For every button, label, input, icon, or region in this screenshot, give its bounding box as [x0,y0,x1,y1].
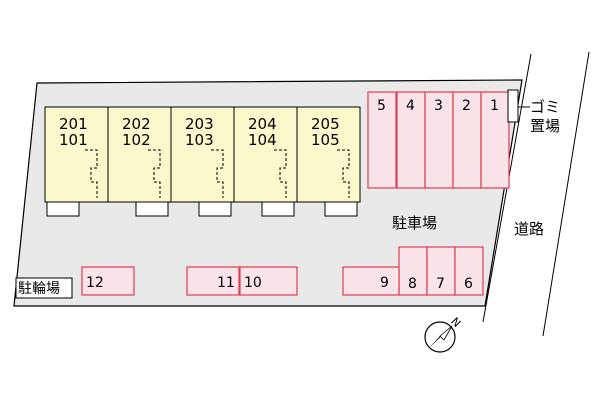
unit-divider [337,149,350,198]
parking-space-number: 2 [462,98,471,114]
parking-space: 12 [81,266,135,296]
unit-entrance [198,201,232,217]
parking-space-number: 4 [406,98,415,114]
parking-space: 7 [426,246,456,296]
parking-space-number: 10 [244,275,262,291]
unit-divider [85,149,98,198]
road-edge-line [542,51,590,337]
road-label: 道路 [514,220,544,238]
parking-space-number: 3 [434,98,443,114]
unit-divider [274,149,287,198]
parking-space-number: 9 [380,275,389,291]
parking-space-number: 7 [436,276,445,292]
unit-entrance [324,201,358,217]
unit-divider [211,149,224,198]
unit-number-lower: 103 [185,131,214,149]
garbage-area-label-line1: ゴミ [530,98,560,116]
parking-spaces-bottom: 8 7 6 12 11 10 9 [81,246,484,296]
parking-space: 11 [186,266,240,296]
unit-divider [148,149,161,198]
unit-number-lower: 102 [122,131,151,149]
unit-number-upper: 201 [59,115,88,133]
unit-entrance [261,201,295,217]
parking-space: 4 [396,91,426,189]
parking-space: 3 [424,91,454,189]
garbage-area [507,89,519,123]
bicycle-parking-label: 駐輪場 [18,280,60,297]
parking-space-number: 8 [408,276,417,292]
unit-entrance [135,201,169,217]
unit-number-lower: 104 [248,131,277,149]
parking-space: 5 [367,91,397,189]
parking-space-number: 12 [86,275,104,291]
parking-space-number: 5 [377,98,386,114]
unit-number-upper: 204 [248,115,277,133]
parking-space-number: 11 [217,275,235,291]
unit-number-lower: 101 [59,131,88,149]
parking-space: 10 [239,266,298,296]
unit-number-lower: 105 [311,131,340,149]
parking-lot-label: 駐車場 [392,214,437,232]
garbage-area-label-line2: 置場 [530,117,560,135]
bicycle-parking-area [15,277,73,299]
compass-icon: N [424,315,463,353]
parking-space: 6 [454,246,484,296]
parking-space: 9 [342,266,400,296]
parking-space-number: 6 [464,276,473,292]
parking-space-number: 1 [490,98,499,114]
unit-number-upper: 203 [185,115,214,133]
unit-number-upper: 202 [122,115,151,133]
unit-number-upper: 205 [311,115,340,133]
parking-space: 8 [398,246,428,296]
parking-space: 2 [452,91,482,189]
parking-space: 1 [480,91,510,189]
unit-entrance [46,201,80,217]
parking-spaces-top: 5 4 3 2 1 [367,91,510,189]
